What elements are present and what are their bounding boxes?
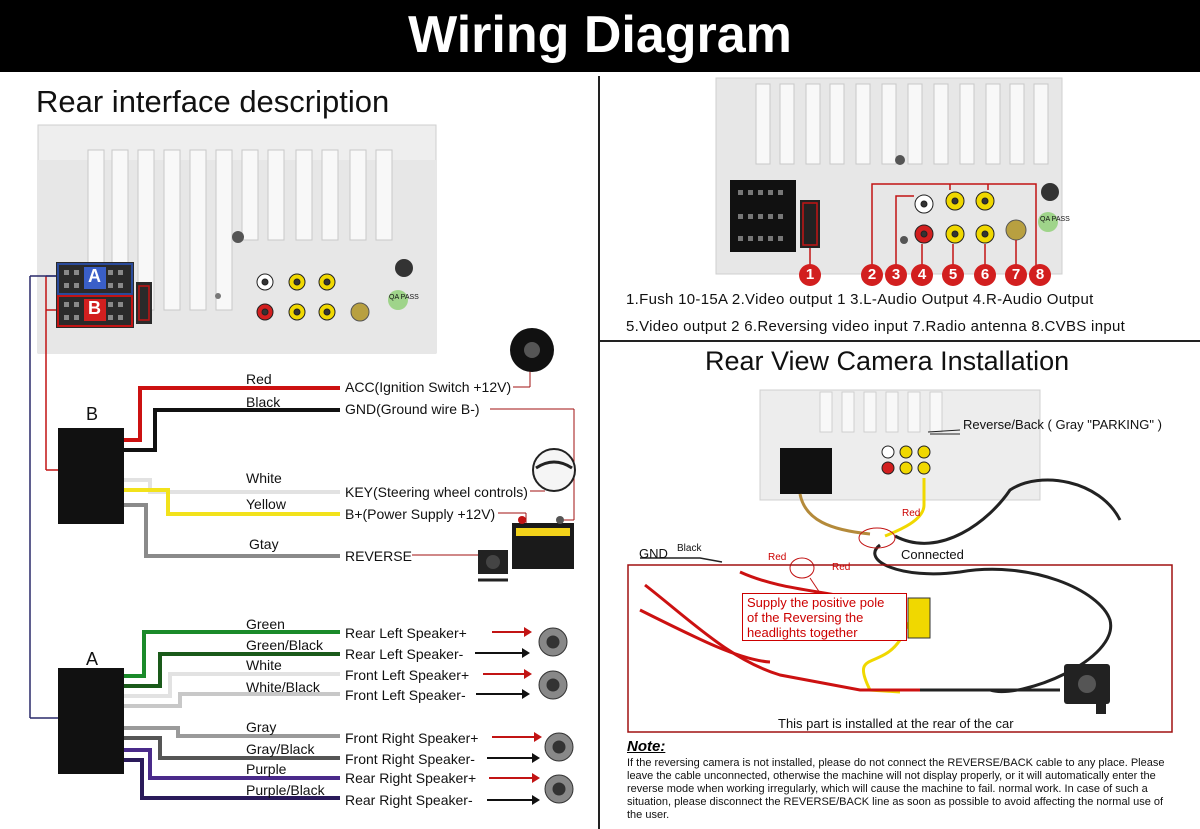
wire-a-color-green-black: Green/Black xyxy=(246,637,324,653)
wire-a-color-green: Green xyxy=(246,616,285,632)
red-wire-label-2: Red xyxy=(768,552,787,563)
wire-a-function-fl-minus: Front Left Speaker- xyxy=(345,687,466,703)
wire-a-function-rl-plus: Rear Left Speaker+ xyxy=(345,625,467,641)
supply-line-1: Supply the positive pole xyxy=(747,595,885,610)
wire-b-color-red: Red xyxy=(246,371,272,387)
port-number-5: 5 xyxy=(942,264,964,286)
wire-a-color-gray-black: Gray/Black xyxy=(246,741,315,757)
wire-a-color-white-black: White/Black xyxy=(246,679,320,695)
supply-line-3: headlights together xyxy=(747,625,858,640)
wire-b-color-gray: Gtay xyxy=(249,536,279,552)
page-title: Wiring Diagram xyxy=(408,6,792,64)
wire-a-color-purple-black: Purple/Black xyxy=(246,782,325,798)
harness-b-label: B xyxy=(86,404,99,424)
port-number-3: 3 xyxy=(885,264,907,286)
connected-label: Connected xyxy=(901,547,964,562)
supply-line-2: of the Reversing the xyxy=(747,610,864,625)
port-number-7: 7 xyxy=(1005,264,1027,286)
wire-a-function-fl-plus: Front Left Speaker+ xyxy=(345,667,470,683)
wire-b-color-black: Black xyxy=(246,394,281,410)
connector-a-label: A xyxy=(88,266,101,286)
note-text: If the reversing camera is not installed… xyxy=(627,757,1165,821)
wire-a-function-rl-minus: Rear Left Speaker- xyxy=(345,646,464,662)
port-number-8: 8 xyxy=(1029,264,1051,286)
qa-badge: QA PASS xyxy=(389,294,419,301)
black-wire-label: Black xyxy=(677,543,702,554)
rear-part-label: This part is installed at the rear of th… xyxy=(778,716,1014,731)
harness-b-block xyxy=(58,428,124,524)
wire-a-color-gray: Gray xyxy=(246,719,277,735)
rear-part-frame xyxy=(627,564,1173,733)
rear-interface-title: Rear interface description xyxy=(36,84,390,119)
supply-positive-note: Supply the positive pole of the Reversin… xyxy=(742,593,907,641)
header-bar: Wiring Diagram xyxy=(0,0,1200,72)
note-title: Note: xyxy=(627,738,666,755)
red-wire-label-3: Red xyxy=(832,562,851,573)
horizontal-divider xyxy=(600,340,1200,342)
gnd-label: GND xyxy=(639,546,668,561)
harness-a-block xyxy=(58,668,124,774)
red-wire-label-1: Red xyxy=(902,508,921,519)
head-unit-back-left xyxy=(37,124,437,354)
wire-b-function-key: KEY(Steering wheel controls) xyxy=(345,484,528,500)
wire-a-color-white: White xyxy=(246,657,282,673)
reverse-back-label: Reverse/Back ( Gray "PARKING" ) xyxy=(963,417,1162,432)
port-legend-line-1: 1.Fush 10-15A 2.Video output 1 3.L-Audio… xyxy=(626,291,1094,308)
port-number-2: 2 xyxy=(861,264,883,286)
wire-b-color-yellow: Yellow xyxy=(246,496,286,512)
wire-b-function-bplus: B+(Power Supply +12V) xyxy=(345,506,496,522)
wire-a-color-purple: Purple xyxy=(246,761,287,777)
port-legend-line-2: 5.Video output 2 6.Reversing video input… xyxy=(626,318,1126,335)
connector-b-label: B xyxy=(88,298,101,318)
camera-install-graphic xyxy=(759,389,1041,501)
wire-b-color-white: White xyxy=(246,470,282,486)
wire-a-function-rr-minus: Rear Right Speaker- xyxy=(345,792,473,808)
wire-a-function-fr-plus: Front Right Speaker+ xyxy=(345,730,479,746)
port-number-6: 6 xyxy=(974,264,996,286)
wire-b-function-gnd: GND(Ground wire B-) xyxy=(345,401,480,417)
port-number-4: 4 xyxy=(911,264,933,286)
wire-a-function-rr-plus: Rear Right Speaker+ xyxy=(345,770,477,786)
qa-badge-right: QA PASS xyxy=(1040,216,1070,223)
port-number-1: 1 xyxy=(799,264,821,286)
wire-b-function-reverse: REVERSE xyxy=(345,548,412,564)
wire-a-function-fr-minus: Front Right Speaker- xyxy=(345,751,475,767)
head-unit-back-right xyxy=(715,77,1063,275)
harness-a-label: A xyxy=(86,649,99,669)
vertical-divider xyxy=(598,76,600,829)
wire-b-function-acc: ACC(Ignition Switch +12V) xyxy=(345,379,512,395)
camera-section-title: Rear View Camera Installation xyxy=(705,346,1070,376)
